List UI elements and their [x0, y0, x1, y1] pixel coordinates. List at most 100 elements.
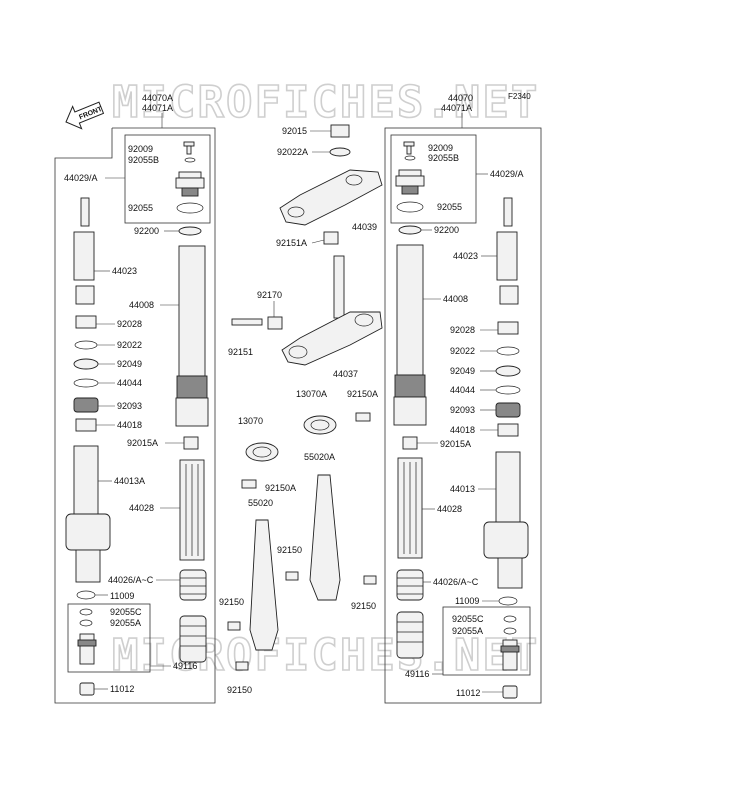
center-bolt-92150-1: [285, 571, 299, 581]
left-washer-92022: [74, 340, 98, 350]
center-bolt-92150-2: [363, 575, 377, 585]
left-valve-49116: [77, 633, 97, 665]
left-label-92009: 92009: [128, 144, 153, 154]
right-bushing-92028: [497, 321, 519, 335]
left-label-44013A: 44013A: [114, 476, 145, 486]
center-bolt-92151A: [323, 231, 339, 245]
right-oring-92055: [396, 201, 424, 213]
right-spring-guide-44028: [397, 457, 423, 559]
left-outer-tube-44013A: [65, 445, 111, 583]
center-nut-92015: [330, 124, 350, 138]
left-label-92055A: 92055A: [110, 618, 141, 628]
right-label-11009: 11009: [455, 596, 479, 606]
left-oring-92055B: [184, 157, 196, 163]
right-label-92055: 92055: [437, 202, 462, 212]
left-label-92022: 92022: [117, 340, 142, 350]
left-valve-kit-box: [67, 603, 151, 673]
right-seal-92093: [495, 402, 521, 418]
center-label-92151: 92151: [228, 347, 253, 357]
right-label-44018: 44018: [450, 425, 475, 435]
left-label-92055C: 92055C: [110, 607, 142, 617]
left-label-92055: 92055: [128, 203, 153, 213]
center-label-44037: 44037: [333, 369, 358, 379]
left-bolt-11012: [79, 682, 95, 696]
left-label-44028: 44028: [129, 503, 154, 513]
center-bolt-92150A-2: [241, 479, 257, 489]
center-holder-13070A: [303, 415, 337, 435]
left-inner-tube-44008: [175, 245, 209, 427]
left-oring-92055A: [79, 619, 93, 627]
center-label-44039: 44039: [352, 222, 377, 232]
left-label-92028: 92028: [117, 319, 142, 329]
left-header-1: 44070A: [142, 93, 173, 103]
right-inner-tube-44008: [393, 244, 427, 426]
center-clamp-92170: [267, 316, 283, 330]
left-fork-assembly: 44070A 44071A 92009 92055B 92055 44029/A: [54, 93, 216, 704]
right-label-44044: 44044: [450, 385, 475, 395]
center-label-13070A: 13070A: [296, 389, 327, 399]
center-label-92150-2: 92150: [351, 601, 376, 611]
right-label-44008: 44008: [443, 294, 468, 304]
left-oring-92055: [176, 202, 204, 214]
center-label-92150A-2: 92150A: [265, 483, 296, 493]
right-damper-rod-44023: [496, 197, 519, 305]
center-parts: 92015 92022A 44039 92151A 44037 92170 92…: [219, 124, 383, 695]
left-bolt-92009: [183, 141, 195, 155]
left-label-44008: 44008: [129, 300, 154, 310]
right-label-44026: 44026/A~C: [433, 577, 479, 587]
left-label-49116: 49116: [173, 661, 197, 671]
right-label-44023: 44023: [453, 251, 478, 261]
left-label-11009: 11009: [110, 591, 134, 601]
figure-code: F2340: [508, 92, 531, 101]
center-holder-13070: [245, 442, 279, 462]
right-seal-92049: [495, 365, 521, 377]
left-seal-92049: [73, 358, 99, 370]
left-label-44044: 44044: [117, 378, 142, 388]
left-spring-44026: [179, 569, 207, 663]
left-seal-92093: [73, 397, 99, 413]
right-spring-44026: [396, 569, 424, 659]
left-cap-kit-box: [124, 134, 211, 224]
center-label-92151A: 92151A: [276, 238, 307, 248]
center-label-92150-3: 92150: [219, 597, 244, 607]
left-label-11012: 11012: [110, 684, 134, 694]
left-label-92093: 92093: [117, 401, 142, 411]
right-bolt-11012: [502, 685, 518, 699]
right-label-44028: 44028: [437, 504, 462, 514]
right-label-92200: 92200: [434, 225, 459, 235]
right-clip-44044: [495, 385, 521, 395]
center-label-55020A: 55020A: [304, 452, 335, 462]
right-label-92009: 92009: [428, 143, 453, 153]
left-label-92200: 92200: [134, 226, 159, 236]
right-washer-92022: [496, 346, 520, 356]
left-damper-rod: [73, 197, 95, 305]
right-label-92049: 92049: [450, 366, 475, 376]
right-header-1: 44070: [448, 93, 473, 103]
left-oring-92055C: [79, 608, 93, 616]
left-bushing-92028: [75, 315, 97, 329]
right-bushing-44018: [497, 423, 519, 437]
center-label-55020: 55020: [248, 498, 273, 508]
left-label-44029: 44029/A: [64, 173, 98, 183]
right-valve-kit-box: [442, 606, 531, 676]
right-header-2: 44071A: [441, 103, 472, 113]
right-label-44029: 44029/A: [490, 169, 524, 179]
center-bolt-92150A-1: [355, 412, 371, 422]
right-label-92028: 92028: [450, 325, 475, 335]
right-bolt-92009: [403, 141, 415, 155]
right-label-92055C: 92055C: [452, 614, 484, 624]
center-upper-clamp-44039: [279, 169, 383, 226]
right-label-92015A: 92015A: [440, 439, 471, 449]
right-label-92055A: 92055A: [452, 626, 483, 636]
center-label-92022A: 92022A: [277, 147, 308, 157]
center-label-92015: 92015: [282, 126, 307, 136]
center-label-92150-4: 92150: [227, 685, 252, 695]
left-label-92049: 92049: [117, 359, 142, 369]
left-label-44018: 44018: [117, 420, 142, 430]
center-stem-44037: [281, 255, 383, 366]
center-label-92170: 92170: [257, 290, 282, 300]
center-label-92150-1: 92150: [277, 545, 302, 555]
left-cap-44029: [175, 171, 205, 197]
center-guard-55020A: [309, 474, 341, 601]
